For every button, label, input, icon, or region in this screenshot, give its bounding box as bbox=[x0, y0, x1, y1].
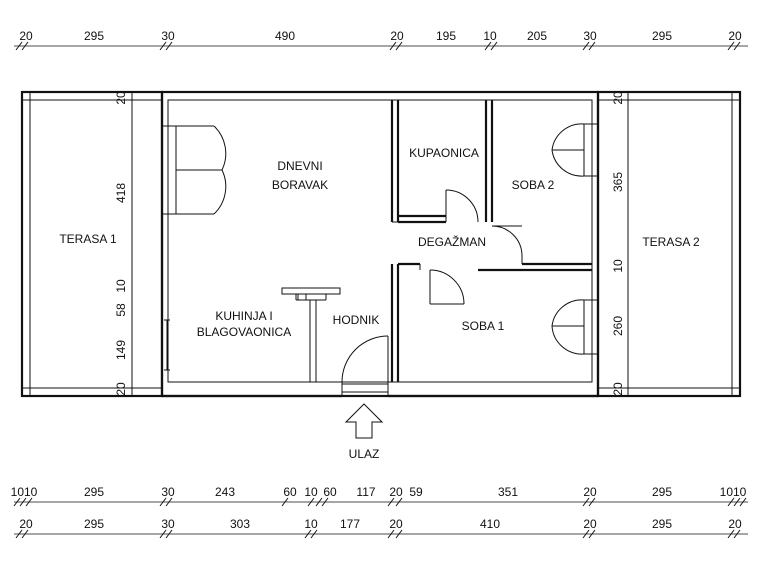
dim-left: 20 bbox=[114, 382, 128, 396]
room-label-soba-1: SOBA 1 bbox=[462, 319, 505, 333]
room-label-terasa-1: TERASA 1 bbox=[59, 232, 117, 246]
room-label-terasa-2: TERASA 2 bbox=[642, 235, 700, 249]
room-label-blagovaonica: BLAGOVAONICA bbox=[197, 325, 291, 339]
room-label-boravak: BORAVAK bbox=[272, 178, 328, 192]
dim-top: 490 bbox=[275, 29, 295, 43]
dim-left: 149 bbox=[114, 340, 128, 360]
bottom-dimension-line-2: 20 295 30 303 10 177 20 410 20 295 20 bbox=[14, 517, 748, 539]
dim-bottom-2: 20 bbox=[19, 517, 33, 531]
dim-bottom-2: 30 bbox=[161, 517, 175, 531]
dim-bottom-2: 177 bbox=[340, 517, 360, 531]
door-soba2-terasa bbox=[551, 123, 598, 177]
dim-top: 20 bbox=[390, 29, 404, 43]
dim-right: 260 bbox=[611, 316, 625, 336]
room-label-degazman: DEGAŽMAN bbox=[418, 234, 486, 249]
dim-bottom-1: 1010 bbox=[720, 485, 747, 499]
dim-bottom-1: 117 bbox=[356, 485, 375, 499]
dim-left: 20 bbox=[114, 91, 128, 105]
door-entrance bbox=[341, 335, 389, 396]
dim-top: 30 bbox=[161, 29, 175, 43]
dim-bottom-1: 295 bbox=[84, 485, 104, 499]
room-label-dnevni: DNEVNI bbox=[277, 159, 322, 173]
room-label-kupaonica: KUPAONICA bbox=[409, 146, 479, 160]
dim-bottom-1: 30 bbox=[161, 485, 175, 499]
terrace-2: TERASA 2 bbox=[596, 90, 742, 398]
dim-top: 20 bbox=[728, 29, 742, 43]
room-label-kuhinja: KUHINJA I bbox=[215, 309, 272, 323]
dim-bottom-1: 20 bbox=[389, 485, 403, 499]
dim-right: 20 bbox=[611, 91, 625, 105]
right-dimension-line: 20 365 10 260 20 bbox=[611, 91, 625, 396]
dim-bottom-1: 351 bbox=[498, 485, 518, 499]
terrace-1: TERASA 1 bbox=[20, 90, 164, 398]
dim-bottom-1: 295 bbox=[652, 485, 672, 499]
dim-bottom-2: 20 bbox=[389, 517, 403, 531]
kitchen-counter bbox=[281, 287, 341, 301]
room-label-hodnik: HODNIK bbox=[333, 313, 380, 327]
dim-right: 365 bbox=[611, 172, 625, 192]
dim-bottom-1: 60 bbox=[323, 485, 337, 499]
dim-left: 10 bbox=[114, 279, 128, 293]
dim-top: 205 bbox=[527, 29, 547, 43]
left-dimension-line: 20 418 10 58 149 20 bbox=[114, 91, 133, 396]
left-wall-openings bbox=[162, 125, 177, 371]
dim-bottom-2: 303 bbox=[230, 517, 250, 531]
dim-bottom-1: 59 bbox=[409, 485, 423, 499]
dim-right: 20 bbox=[611, 382, 625, 396]
outer-walls bbox=[160, 90, 600, 398]
dim-top: 195 bbox=[436, 29, 456, 43]
dim-top: 30 bbox=[583, 29, 597, 43]
room-label-soba-2: SOBA 2 bbox=[512, 178, 555, 192]
dim-left: 58 bbox=[114, 303, 128, 317]
interior-walls bbox=[309, 100, 592, 382]
dim-bottom-1: 20 bbox=[583, 485, 597, 499]
dim-top: 295 bbox=[84, 29, 104, 43]
dim-bottom-2: 20 bbox=[728, 517, 742, 531]
dim-right: 10 bbox=[611, 259, 625, 273]
dim-top: 10 bbox=[483, 29, 497, 43]
door-soba-2 bbox=[491, 225, 523, 264]
bottom-dimension-line-1: 1010 295 30 243 60 10 60 117 20 59 351 2… bbox=[11, 485, 748, 507]
door-dnevni-terasa bbox=[176, 125, 227, 215]
dim-bottom-2: 20 bbox=[583, 517, 597, 531]
dim-bottom-2: 295 bbox=[652, 517, 672, 531]
door-soba-1 bbox=[419, 264, 465, 305]
dim-bottom-2: 410 bbox=[480, 517, 500, 531]
dim-bottom-2: 295 bbox=[84, 517, 104, 531]
dim-bottom-2: 10 bbox=[304, 517, 318, 531]
dim-bottom-1: 10 bbox=[304, 485, 318, 499]
dim-bottom-1: 243 bbox=[215, 485, 235, 499]
entrance-arrow-icon bbox=[344, 403, 384, 439]
top-dimension-line: 20 295 30 490 20 195 10 205 30 295 20 bbox=[14, 29, 748, 51]
dim-left: 418 bbox=[114, 183, 128, 203]
door-soba1-terasa bbox=[551, 299, 598, 355]
dim-bottom-1: 60 bbox=[283, 485, 297, 499]
dim-top: 295 bbox=[652, 29, 672, 43]
dim-top: 20 bbox=[19, 29, 33, 43]
entrance-label: ULAZ bbox=[349, 447, 380, 461]
door-kupaonica bbox=[445, 189, 479, 223]
dim-bottom-1: 1010 bbox=[11, 485, 38, 499]
